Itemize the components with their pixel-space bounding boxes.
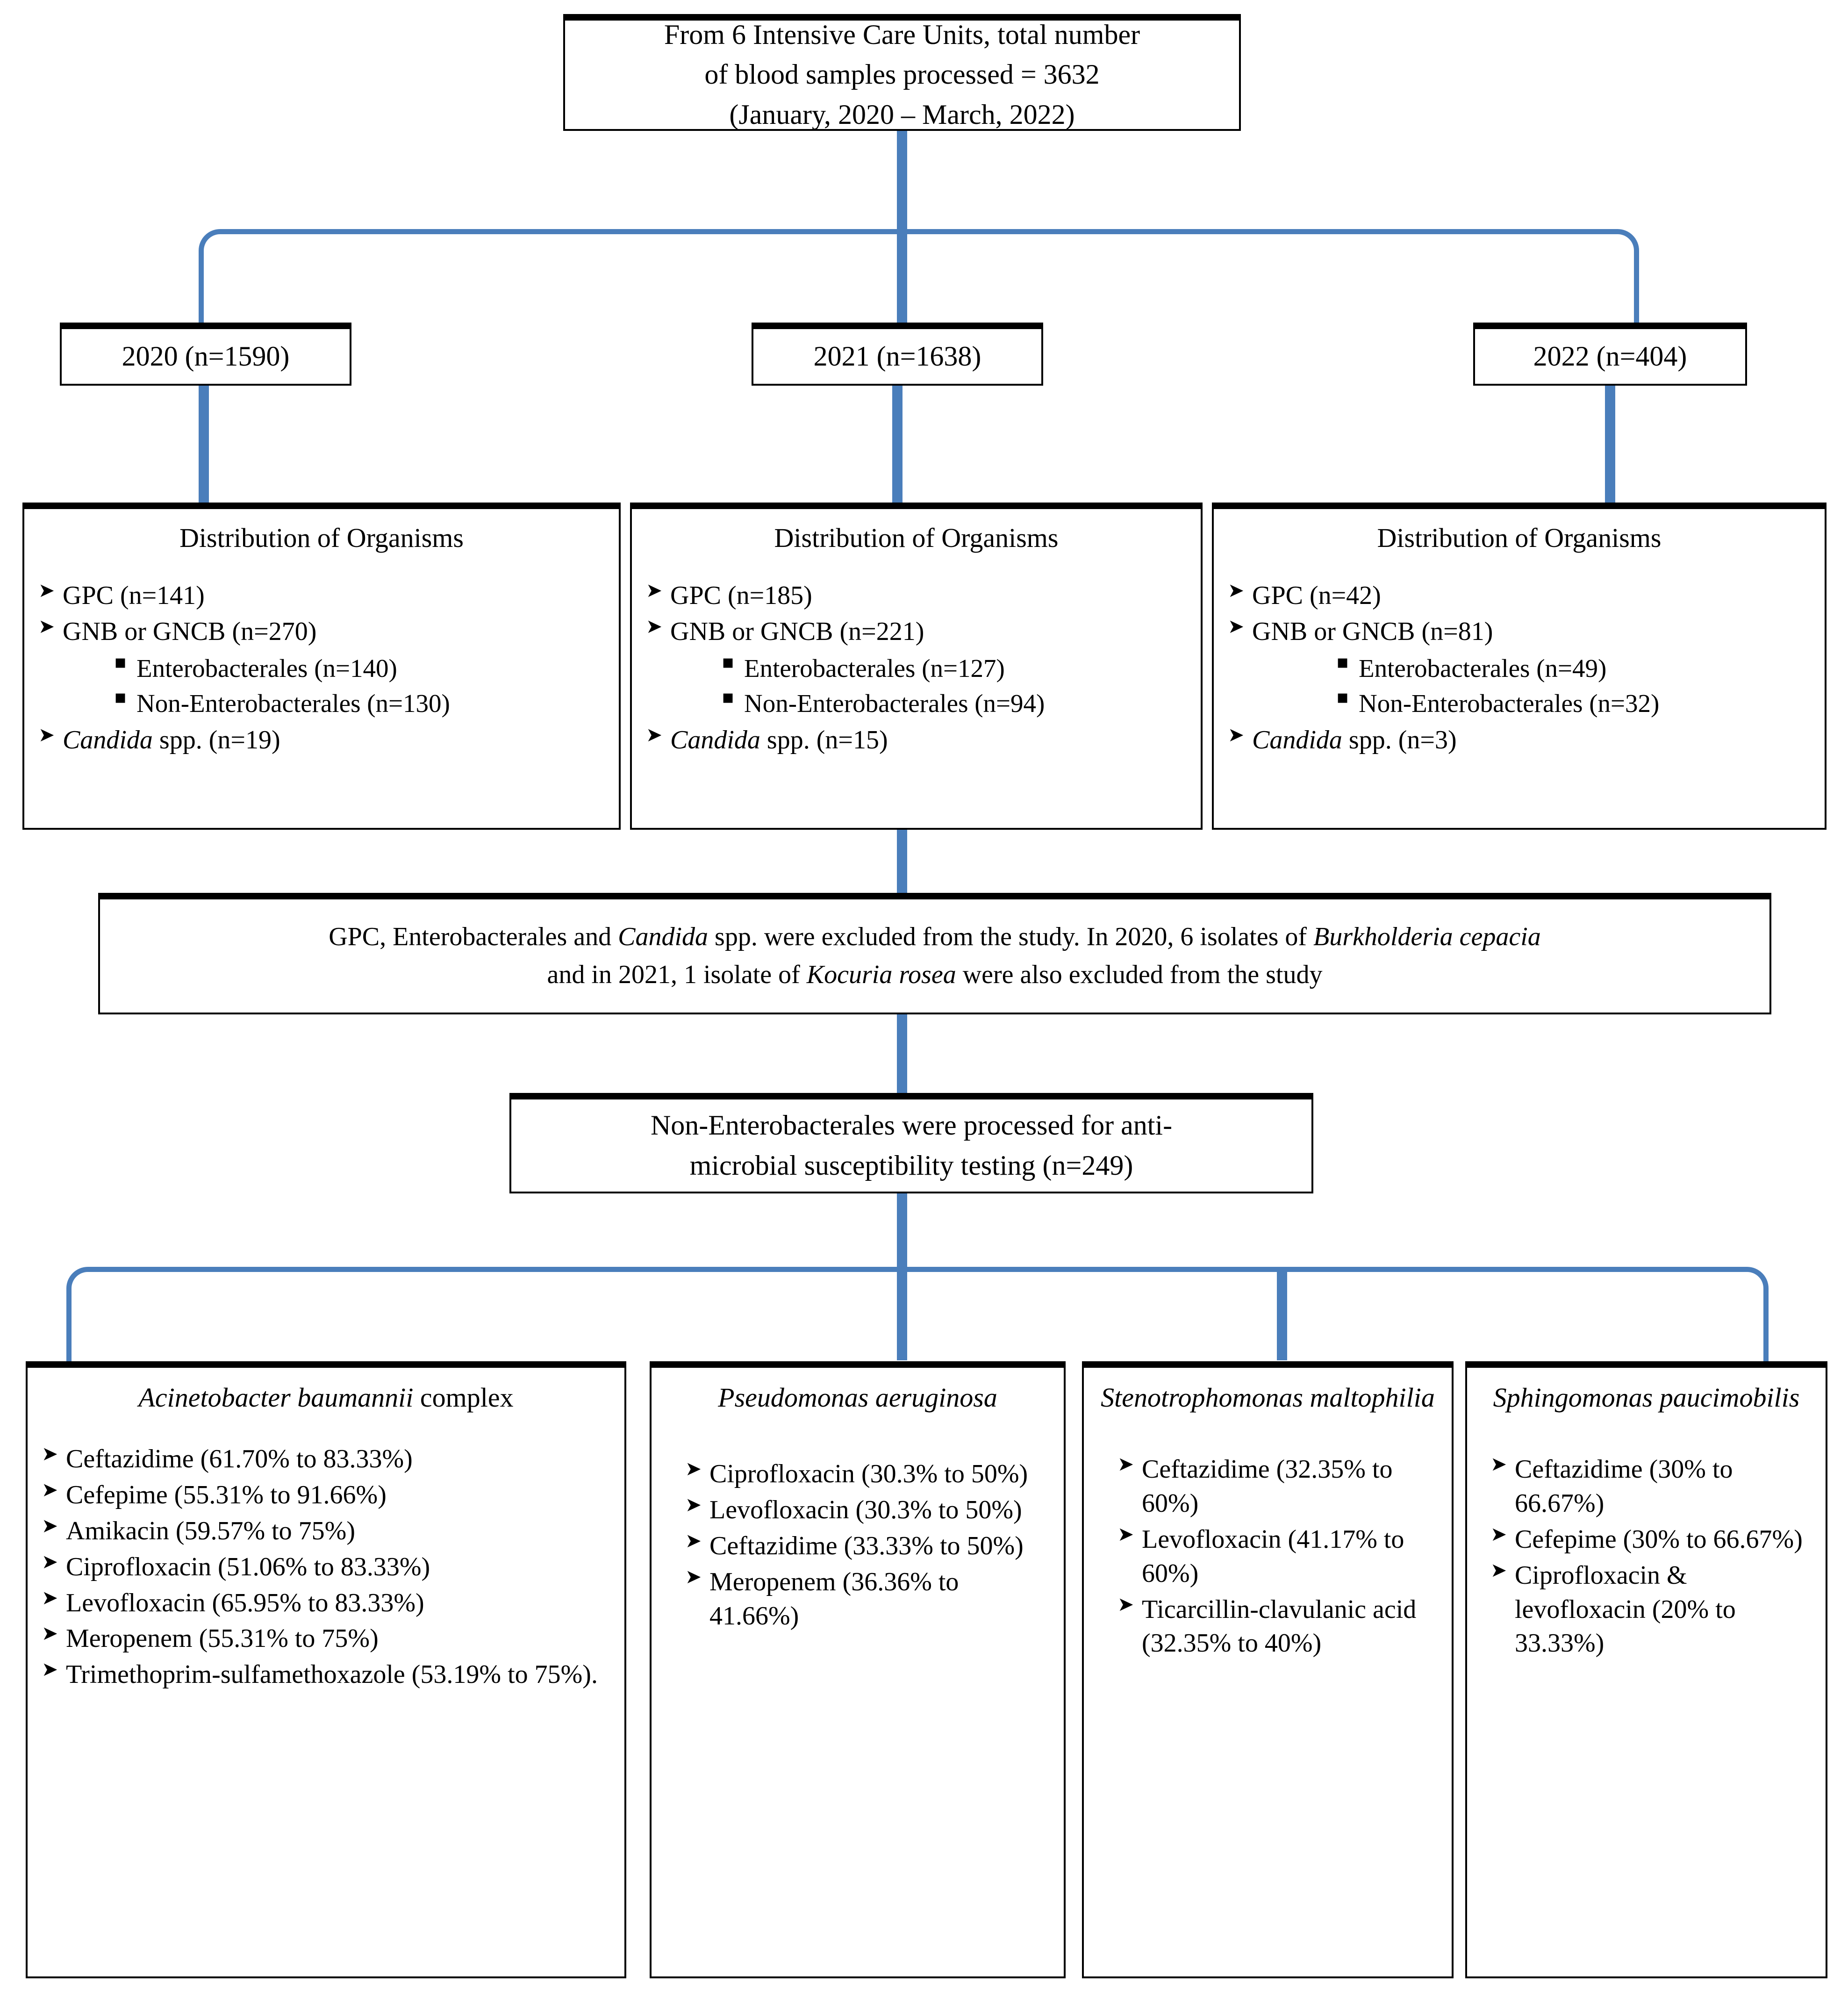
list-item: Ciprofloxacin (51.06% to 83.33%) <box>42 1549 610 1584</box>
sub-list-item: Non-Enterobacterales (n=94) <box>722 685 1187 721</box>
organism-panel-acinetobacter-list: Ceftazidime (61.70% to 83.33%) Cefepime … <box>42 1441 610 1692</box>
organism-panel-acinetobacter-title: Acinetobacter baumannii complex <box>138 1382 514 1413</box>
list-item: Levofloxacin (65.95% to 83.33%) <box>42 1585 610 1620</box>
connector-2020-to-distribution <box>199 386 209 505</box>
year-box-2021: 2021 (n=1638) <box>752 323 1043 386</box>
distribution-box-2021-heading: Distribution of Organisms <box>774 523 1059 553</box>
list-item: Meropenem (55.31% to 75%) <box>42 1621 610 1656</box>
sub-list: Enterobacterales (n=140) Non-Enterobacte… <box>63 650 605 721</box>
top-summary-line-1: From 6 Intensive Care Units, total numbe… <box>664 19 1140 50</box>
organism-panel-pseudomonas: Pseudomonas aeruginosa Ciprofloxacin (30… <box>650 1361 1066 1978</box>
connector-ast-stem <box>897 1193 907 1273</box>
distribution-box-2020-heading: Distribution of Organisms <box>179 523 464 553</box>
connector-exclusion-to-ast <box>897 1014 907 1094</box>
connector-2021-to-distribution <box>892 386 903 505</box>
list-item: Ceftazidime (61.70% to 83.33%) <box>42 1441 610 1476</box>
exclusion-criteria-box: GPC, Enterobacterales and Candida spp. w… <box>98 893 1771 1014</box>
sub-list-item: Non-Enterobacterales (n=32) <box>1336 685 1811 721</box>
organism-panel-pseudomonas-list: Ciprofloxacin (30.3% to 50%) Levofloxaci… <box>666 1456 1050 1633</box>
distribution-box-2022-list: GPC (n=42) GNB or GNCB (n=81) Enterobact… <box>1228 578 1811 757</box>
list-item: Candida spp. (n=15) <box>646 722 1187 757</box>
sub-list: Enterobacterales (n=127) Non-Enterobacte… <box>670 650 1187 721</box>
year-box-2020-label: 2020 (n=1590) <box>122 340 290 372</box>
list-item: GNB or GNCB (n=270) Enterobacterales (n=… <box>38 614 605 721</box>
connector-2022-to-distribution <box>1605 386 1615 505</box>
list-item: GPC (n=42) <box>1228 578 1811 613</box>
list-item: Amikacin (59.57% to 75%) <box>42 1513 610 1548</box>
list-item: Candida spp. (n=19) <box>38 722 605 757</box>
connector-year-center-drop <box>897 229 907 323</box>
list-item: GPC (n=185) <box>646 578 1187 613</box>
organism-panel-stenotrophomonas-list: Ceftazidime (32.35% to 60%) Levofloxacin… <box>1098 1451 1438 1661</box>
exclusion-line-2: and in 2021, 1 isolate of Kocuria rosea … <box>547 960 1323 989</box>
organism-panel-sphingomonas-title: Sphingomonas paucimobilis <box>1493 1382 1800 1413</box>
sub-list-item: Non-Enterobacterales (n=130) <box>114 685 605 721</box>
sub-list-item: Enterobacterales (n=49) <box>1336 650 1811 686</box>
connector-organism-third-drop <box>1277 1267 1287 1360</box>
year-box-2020: 2020 (n=1590) <box>60 323 351 386</box>
list-item: Levofloxacin (41.17% to 60%) <box>1117 1522 1438 1591</box>
top-summary-line-2: of blood samples processed = 3632 <box>704 59 1100 90</box>
list-item: Ceftazidime (30% to 66.67%) <box>1490 1451 1812 1521</box>
connector-year-bracket <box>199 229 1639 328</box>
connector-organism-center-drop <box>897 1267 907 1360</box>
connector-organism-bracket <box>66 1267 1769 1365</box>
list-item: Meropenem (36.36% to 41.66%) <box>685 1564 1050 1633</box>
distribution-box-2022-heading: Distribution of Organisms <box>1377 523 1662 553</box>
top-summary-line-3: (January, 2020 – March, 2022) <box>729 99 1075 130</box>
organism-panel-pseudomonas-title: Pseudomonas aeruginosa <box>718 1382 997 1413</box>
year-box-2022-label: 2022 (n=404) <box>1533 340 1687 372</box>
distribution-box-2021: Distribution of Organisms GPC (n=185) GN… <box>630 503 1203 830</box>
distribution-box-2021-list: GPC (n=185) GNB or GNCB (n=221) Enteroba… <box>646 578 1187 757</box>
organism-panel-sphingomonas-list: Ceftazidime (30% to 66.67%) Cefepime (30… <box>1481 1451 1812 1660</box>
ast-line-2: microbial susceptibility testing (n=249) <box>689 1149 1133 1181</box>
list-item: Levofloxacin (30.3% to 50%) <box>685 1492 1050 1527</box>
list-item: Trimethoprim-sulfamethoxazole (53.19% to… <box>42 1657 610 1692</box>
organism-panel-stenotrophomonas-title: Stenotrophomonas maltophilia <box>1101 1382 1435 1413</box>
ast-processing-box: Non-Enterobacterales were processed for … <box>509 1093 1313 1193</box>
list-item: Cefepime (30% to 66.67%) <box>1490 1522 1812 1557</box>
ast-line-1: Non-Enterobacterales were processed for … <box>650 1110 1173 1141</box>
list-item: Candida spp. (n=3) <box>1228 722 1811 757</box>
sub-list-item: Enterobacterales (n=127) <box>722 650 1187 686</box>
connector-top-stem <box>897 131 907 234</box>
list-item: GPC (n=141) <box>38 578 605 613</box>
organism-panel-acinetobacter: Acinetobacter baumannii complex Ceftazid… <box>26 1361 626 1978</box>
sub-list: Enterobacterales (n=49) Non-Enterobacter… <box>1252 650 1811 721</box>
list-item: Ceftazidime (33.33% to 50%) <box>685 1528 1050 1563</box>
sub-list-item: Enterobacterales (n=140) <box>114 650 605 686</box>
list-item: Cefepime (55.31% to 91.66%) <box>42 1477 610 1512</box>
list-item: Ciprofloxacin (30.3% to 50%) <box>685 1456 1050 1491</box>
year-box-2022: 2022 (n=404) <box>1473 323 1747 386</box>
year-box-2021-label: 2021 (n=1638) <box>813 340 981 372</box>
distribution-box-2022: Distribution of Organisms GPC (n=42) GNB… <box>1212 503 1827 830</box>
list-item: GNB or GNCB (n=221) Enterobacterales (n=… <box>646 614 1187 721</box>
organism-panel-stenotrophomonas: Stenotrophomonas maltophilia Ceftazidime… <box>1082 1361 1454 1978</box>
organism-panel-sphingomonas: Sphingomonas paucimobilis Ceftazidime (3… <box>1465 1361 1827 1978</box>
list-item: Ticarcillin-clavulanic acid (32.35% to 4… <box>1117 1592 1438 1661</box>
exclusion-line-1: GPC, Enterobacterales and Candida spp. w… <box>329 922 1541 951</box>
list-item: Ceftazidime (32.35% to 60%) <box>1117 1451 1438 1521</box>
top-summary-box: From 6 Intensive Care Units, total numbe… <box>563 14 1241 131</box>
connector-distribution-to-exclusion <box>897 830 907 895</box>
distribution-box-2020-list: GPC (n=141) GNB or GNCB (n=270) Enteroba… <box>38 578 605 757</box>
list-item: GNB or GNCB (n=81) Enterobacterales (n=4… <box>1228 614 1811 721</box>
distribution-box-2020: Distribution of Organisms GPC (n=141) GN… <box>22 503 621 830</box>
list-item: Ciprofloxacin & levofloxacin (20% to 33.… <box>1490 1558 1812 1660</box>
